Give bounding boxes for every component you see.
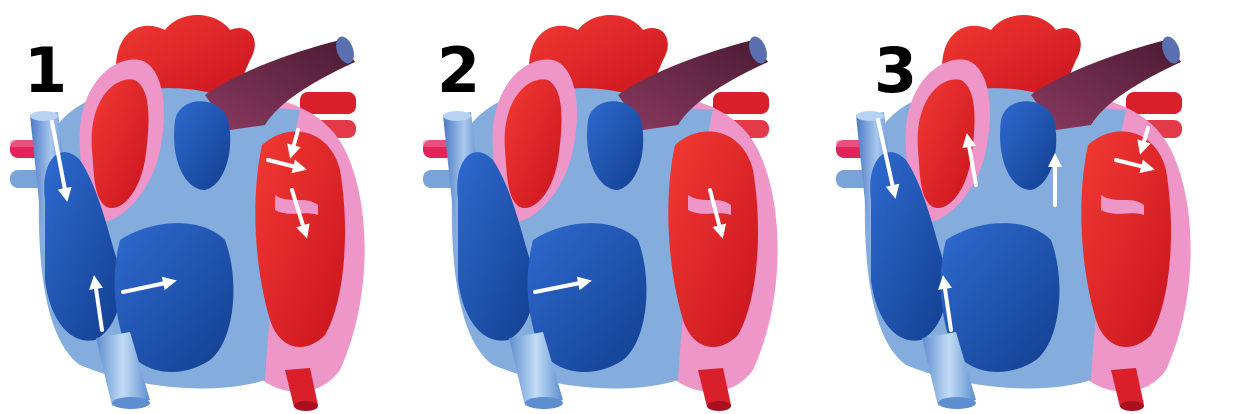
diagram-panel-1: 1	[0, 0, 413, 414]
panel-number-1: 1	[24, 40, 67, 102]
diagram-panel-3: 3	[826, 0, 1239, 414]
panel-number-3: 3	[874, 40, 917, 102]
diagram-panel-2: 2	[413, 0, 826, 414]
panel-number-2: 2	[437, 40, 480, 102]
